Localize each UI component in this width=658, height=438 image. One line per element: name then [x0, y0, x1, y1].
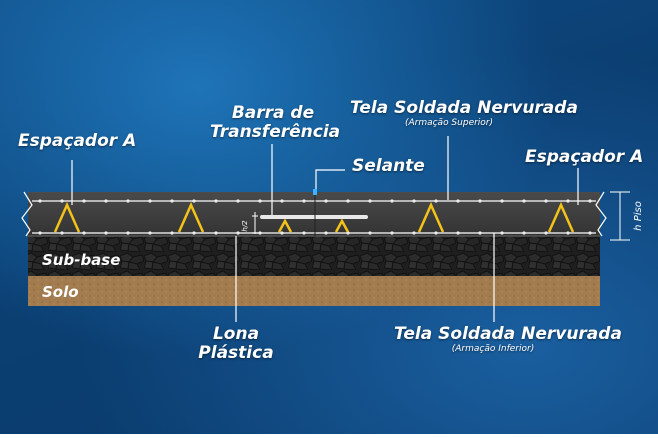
- sub-base-label: Sub-base: [42, 251, 120, 269]
- h-piso-label: h Piso: [633, 201, 644, 231]
- tela-inferior-title: Tela Soldada Nervurada: [394, 324, 622, 344]
- rebar-dot: [126, 199, 130, 203]
- lona-line2: Plástica: [198, 343, 274, 363]
- selante-label: Selante: [352, 156, 425, 176]
- rebar-dot: [258, 199, 262, 203]
- rebar-dot: [148, 231, 152, 235]
- spacer-small-1: [277, 218, 293, 233]
- lona-line1: Lona: [212, 324, 260, 344]
- espacador-left-label: Espaçador A: [18, 131, 137, 151]
- rebar-dot: [522, 199, 526, 203]
- rebar-dot: [82, 231, 86, 235]
- rebar-dot: [60, 199, 64, 203]
- rebar-dot: [544, 231, 548, 235]
- rebar-dot: [412, 231, 416, 235]
- tela-inferior-label: Tela Soldada Nervurada (Armação Inferior…: [394, 324, 622, 355]
- tela-superior-sub: (Armação Superior): [404, 118, 494, 128]
- rebar-dot: [566, 199, 570, 203]
- spacer-a-right: [547, 201, 575, 233]
- rebar-dot: [236, 199, 240, 203]
- barra-line2: Transferência: [210, 122, 341, 142]
- rebar-dot: [544, 199, 548, 203]
- tela-superior-title: Tela Soldada Nervurada: [350, 98, 578, 118]
- rebar-dot: [82, 199, 86, 203]
- rebar-dot: [390, 199, 394, 203]
- rebar-dot: [588, 231, 592, 235]
- rebar-dot: [214, 199, 218, 203]
- rebar-dot: [104, 199, 108, 203]
- rebar-dot: [522, 231, 526, 235]
- tela-inferior-sub: (Armação Inferior): [451, 344, 535, 354]
- spacer-a-2: [177, 201, 205, 233]
- h-half-label: h/2: [241, 220, 249, 232]
- rebar-dot: [412, 199, 416, 203]
- espacador-right-label: Espaçador A: [525, 147, 644, 167]
- barra-label: Barra de Transferência: [210, 103, 341, 142]
- spacer-a-3: [417, 201, 445, 233]
- rebar-dot: [346, 199, 350, 203]
- rebar-dot: [192, 231, 196, 235]
- rebar-dot: [170, 231, 174, 235]
- rebar-dot: [170, 199, 174, 203]
- rebar-dot: [478, 231, 482, 235]
- leader-selante: [315, 169, 345, 189]
- rebar-dot: [302, 199, 306, 203]
- rebar-dot: [214, 231, 218, 235]
- sealant: [313, 189, 317, 195]
- rebar-dot: [280, 231, 284, 235]
- rebar-dot: [500, 199, 504, 203]
- rebar-dot: [478, 199, 482, 203]
- rebar-dot: [148, 199, 152, 203]
- rebar-dot: [324, 231, 328, 235]
- rebar-dot: [192, 199, 196, 203]
- rebar-dot: [434, 231, 438, 235]
- break-right: [595, 191, 607, 237]
- tela-superior-label: Tela Soldada Nervurada (Armação Superior…: [350, 98, 578, 129]
- rebar-dot: [126, 231, 130, 235]
- rebar-dot: [38, 231, 42, 235]
- rebar-dot: [324, 199, 328, 203]
- barra-line1: Barra de: [231, 103, 315, 123]
- rebar-dot: [368, 231, 372, 235]
- solo-layer: [28, 276, 600, 306]
- dowel-bar: [260, 215, 368, 219]
- rebar-dot: [258, 231, 262, 235]
- spacer-a-left: [53, 201, 81, 233]
- slab-layer: [28, 192, 600, 236]
- rebar-dot: [368, 199, 372, 203]
- top-mesh-dots: [38, 199, 592, 203]
- rebar-dot: [456, 199, 460, 203]
- rebar-dot: [390, 231, 394, 235]
- rebar-dot: [500, 231, 504, 235]
- rebar-dot: [104, 231, 108, 235]
- lona-label: Lona Plástica: [186, 325, 286, 363]
- solo-label: Solo: [42, 283, 79, 301]
- rebar-dot: [566, 231, 570, 235]
- rebar-dot: [60, 231, 64, 235]
- rebar-dot: [588, 199, 592, 203]
- rebar-dot: [434, 199, 438, 203]
- rebar-dot: [302, 231, 306, 235]
- sub-base-layer: [28, 236, 600, 276]
- rebar-dot: [236, 231, 240, 235]
- rebar-dot: [280, 199, 284, 203]
- break-left: [21, 191, 33, 237]
- rebar-dot: [38, 199, 42, 203]
- spacer-small-2: [334, 218, 350, 233]
- rebar-dot: [456, 231, 460, 235]
- bottom-mesh-dots: [38, 231, 592, 235]
